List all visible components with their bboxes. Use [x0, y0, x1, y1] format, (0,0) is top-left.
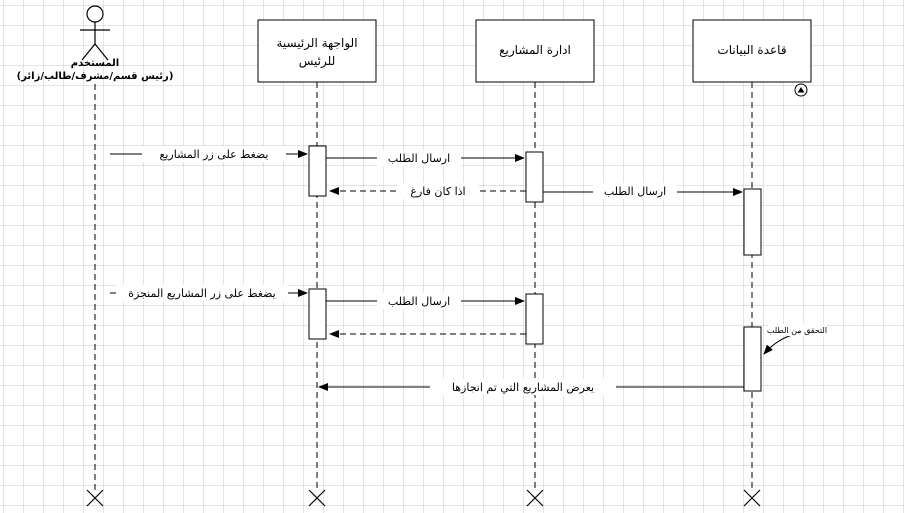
message-if-empty[interactable]: اذا كان فارغ [329, 183, 526, 199]
message-verify-request[interactable]: التحقق من الطلب [763, 324, 827, 355]
message-press-completed-projects[interactable]: يضغط على زر المشاريع المنجزة [110, 285, 308, 301]
activation-database-1[interactable] [743, 188, 762, 256]
lifeline-projects[interactable]: ادارة المشاريع [475, 19, 595, 83]
lifeline-database[interactable]: قاعدة البيانات [692, 19, 812, 83]
activation-main-ui-1[interactable] [308, 145, 327, 197]
lifeline-main-ui-title: الواجهة الرئيسية [276, 36, 357, 51]
message-send-request-2[interactable]: ارسال الطلب [326, 293, 525, 309]
destroy-user [86, 489, 104, 507]
activation-database-2[interactable] [743, 326, 762, 392]
actor-user[interactable]: المستخدم (رئيس قسم/مشرف/طالب/زائر) [17, 5, 174, 82]
destroy-main-ui [308, 489, 326, 507]
message-if-empty-label: اذا كان فارغ [410, 185, 465, 198]
lifeline-database-title: قاعدة البيانات [717, 43, 786, 57]
message-send-request-2-label: ارسال الطلب [388, 295, 450, 308]
message-verify-request-label: التحقق من الطلب [767, 326, 827, 335]
lifeline-main-ui-subtitle: للرئيس [299, 54, 336, 69]
message-press-completed-projects-label: يضغط على زر المشاريع المنجزة [128, 287, 276, 300]
destroy-database [743, 489, 761, 507]
activation-main-ui-2[interactable] [308, 288, 327, 340]
activation-projects-2[interactable] [525, 293, 544, 345]
message-press-projects-label: يضغط على زر المشاريع [160, 148, 269, 161]
destroy-projects [526, 489, 544, 507]
actor-name: المستخدم [71, 58, 119, 69]
lifeline-projects-title: ادارة المشاريع [499, 43, 571, 58]
message-display-completed[interactable]: يعرض المشاريع التي تم انجازها [318, 379, 744, 395]
activation-projects-1[interactable] [525, 151, 544, 203]
message-send-request-db[interactable]: ارسال الطلب [543, 183, 743, 199]
up-arrow-circle-icon[interactable] [794, 83, 808, 97]
message-send-request-1[interactable]: ارسال الطلب [326, 150, 525, 166]
message-send-request-db-label: ارسال الطلب [604, 185, 666, 198]
destroy-marks [86, 489, 761, 507]
actor-roles: (رئيس قسم/مشرف/طالب/زائر) [17, 71, 174, 82]
actor-head [86, 5, 104, 23]
message-display-completed-label: يعرض المشاريع التي تم انجازها [452, 381, 594, 394]
message-press-projects[interactable]: يضغط على زر المشاريع [110, 146, 308, 162]
message-send-request-1-label: ارسال الطلب [388, 152, 450, 165]
lifeline-main-ui[interactable]: الواجهة الرئيسية للرئيس [257, 19, 377, 83]
